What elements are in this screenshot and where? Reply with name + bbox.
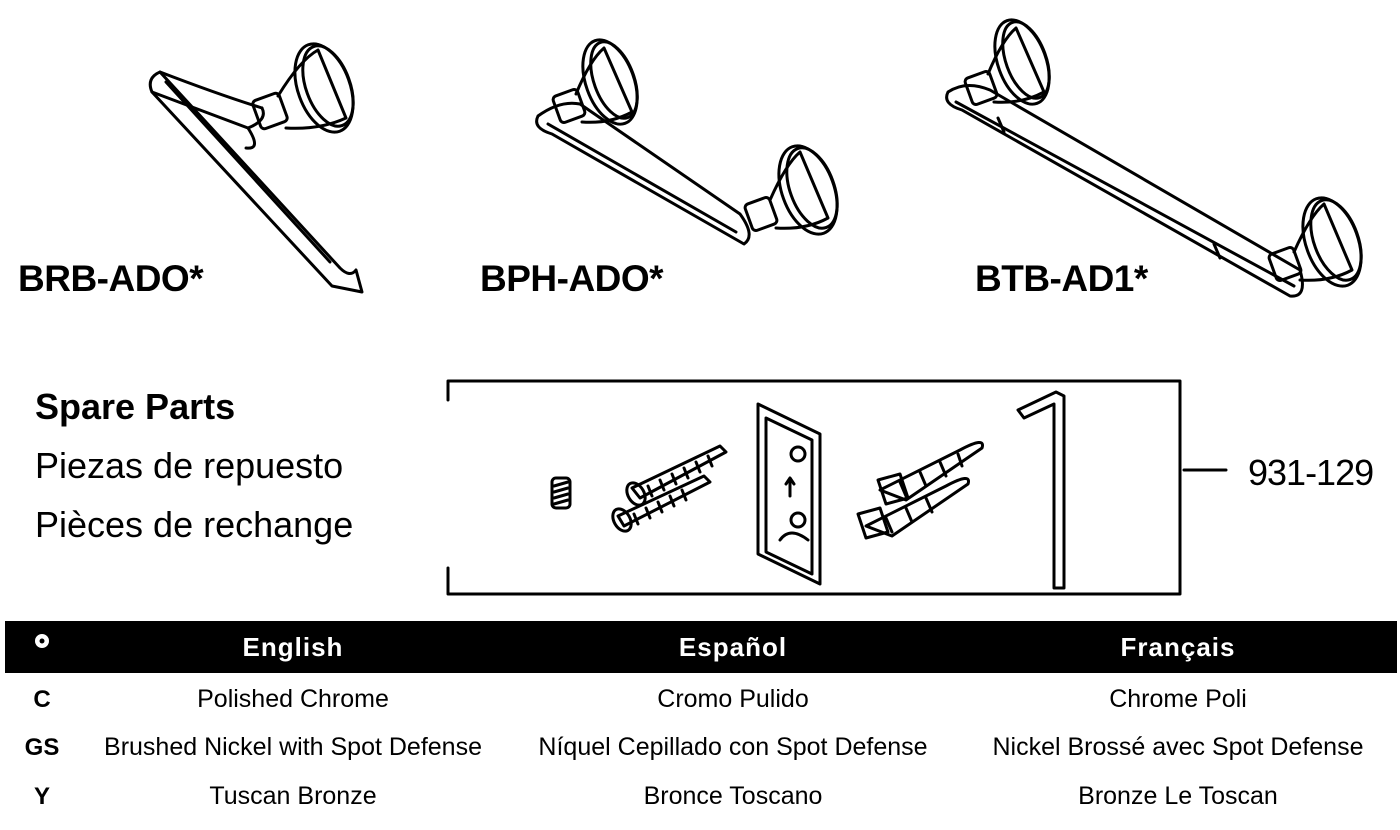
finish-english: Polished Chrome [197,685,389,713]
header-spanish: Español [678,632,788,662]
spare-parts-french: Pièces de rechange [35,504,354,545]
finish-code: GS [24,734,60,761]
finish-french: Nickel Brossé avec Spot Defense [992,733,1364,761]
spare-parts-spanish: Piezas de repuesto [35,445,344,486]
finish-code: Y [33,783,50,810]
finish-french: Bronze Le Toscan [1078,782,1278,810]
wall-anchors-illustration [856,441,985,540]
model-label-towel-bar: BTB-AD1* [975,258,1148,299]
model-label-towel-ring: BRB-ADO* [18,258,204,299]
product-illustrations [148,18,1363,596]
finish-spanish: Bronce Toscano [643,782,823,810]
towel-ring-illustration [148,42,364,294]
wood-screws-illustration [611,444,728,533]
set-screw-illustration [550,476,572,510]
paper-holder-illustration [535,38,839,246]
hex-key-illustration [1016,390,1066,590]
spare-parts-box [446,379,1228,596]
header-english: English [242,632,344,662]
model-label-paper-holder: BPH-ADO* [480,258,664,299]
finish-french: Chrome Poli [1109,685,1247,713]
finish-english: Brushed Nickel with Spot Defense [104,733,482,761]
spare-parts-title: Spare Parts [35,386,236,427]
spare-parts-number: 931-129 [1248,452,1374,493]
finish-english: Tuscan Bronze [209,782,377,810]
mounting-bracket-illustration [756,402,822,586]
finish-spanish: Cromo Pulido [657,685,809,713]
header-french: Français [1120,632,1236,662]
finish-spanish: Níquel Cepillado con Spot Defense [538,733,928,761]
finish-table-header [5,621,1397,673]
towel-bar-illustration [945,18,1363,298]
finish-code: C [33,686,51,713]
